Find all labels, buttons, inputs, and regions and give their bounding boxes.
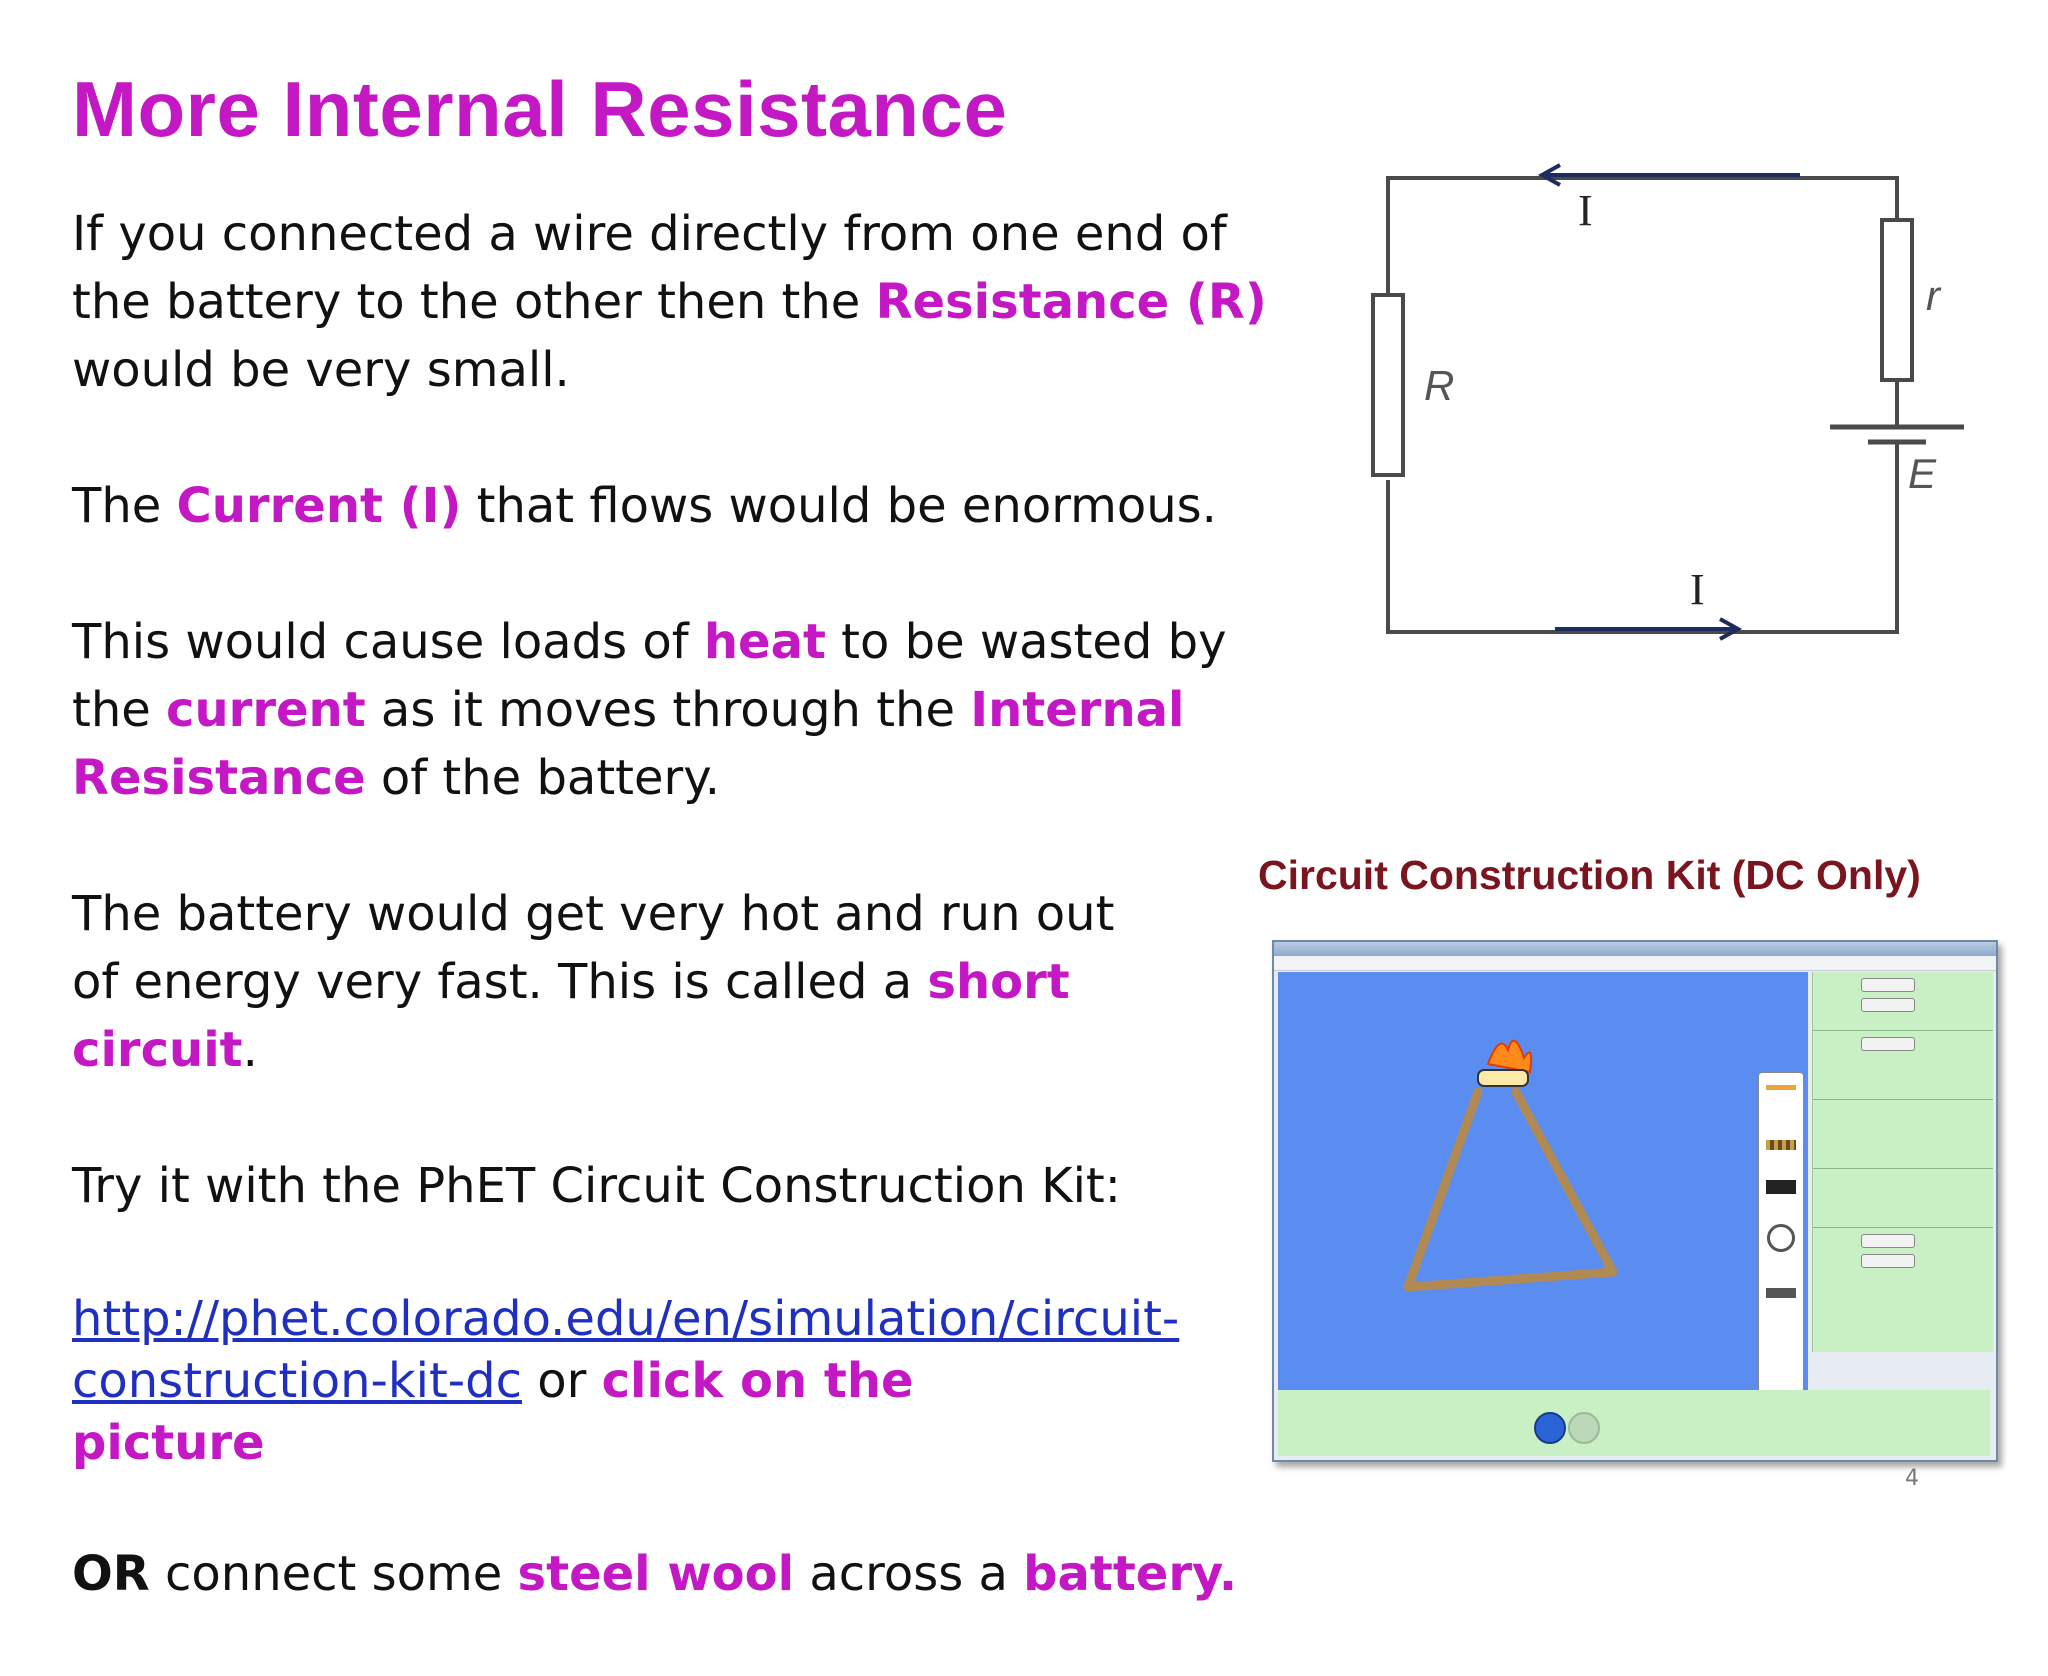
simulation-screenshot[interactable] <box>1272 940 1998 1462</box>
sim-titlebar <box>1274 942 1996 956</box>
p3-highlight-current: current <box>166 682 366 738</box>
wire-left <box>1403 1087 1483 1292</box>
paragraph-try-phet: Try it with the PhET Circuit Constructio… <box>72 1158 1121 1214</box>
switch-tool-icon[interactable] <box>1766 1288 1796 1298</box>
label-current-bottom: I <box>1690 565 1705 614</box>
simulation-heading: Circuit Construction Kit (DC Only) <box>1258 852 1921 898</box>
sim-bottom-bar <box>1278 1390 1990 1456</box>
advanced-button[interactable] <box>1861 1234 1915 1248</box>
save-button[interactable] <box>1861 978 1915 992</box>
battery-tool-icon[interactable] <box>1766 1180 1796 1194</box>
phet-link[interactable]: http://phet.colorado.edu/en/simulation/c… <box>72 1291 1180 1409</box>
paragraph-link: http://phet.colorado.edu/en/simulation/c… <box>72 1288 1179 1474</box>
p3-text-after: of the battery. <box>365 750 721 806</box>
label-current-top: I <box>1578 186 1593 235</box>
label-R: R <box>1424 362 1454 409</box>
p4-text-before: The battery would get very hot and run o… <box>72 886 1115 1010</box>
p7-text-mid2: across a <box>794 1546 1024 1602</box>
p2-highlight-current: Current (I) <box>176 478 462 534</box>
sim-menubar <box>1274 956 1996 971</box>
slide-title: More Internal Resistance <box>72 65 1008 153</box>
paragraph-heat: This would cause loads of heat to be was… <box>72 608 1292 812</box>
panel-file-section <box>1813 978 1993 1031</box>
show-values-button[interactable] <box>1861 1037 1915 1051</box>
resistor-tool-icon[interactable] <box>1766 1140 1796 1150</box>
p3-highlight-internal-resistance: Internal Resistance <box>72 682 1185 806</box>
pause-button[interactable] <box>1534 1412 1566 1444</box>
p7-highlight-steel-wool: steel wool <box>517 1546 795 1602</box>
light-bulb-tool-icon[interactable] <box>1767 1224 1795 1252</box>
p4-highlight-short-circuit: short circuit <box>72 954 1070 1078</box>
p6-text-mid: or <box>521 1353 602 1409</box>
p3-text-before: This would cause loads of <box>72 614 704 670</box>
p1-text-after: would be very small. <box>72 342 570 398</box>
current-arrow-top-head <box>1537 163 1561 187</box>
paragraph-short-wire: If you connected a wire directly from on… <box>72 200 1292 404</box>
p3-text-mid1: to be wasted by the <box>72 614 1227 738</box>
p3-text-mid2: as it moves through the <box>365 682 971 738</box>
p1-highlight-resistance: Resistance (R) <box>875 274 1267 330</box>
panel-visual-section <box>1813 1037 1993 1100</box>
p6-highlight-click-picture: click on the picture <box>72 1353 914 1471</box>
label-r: r <box>1926 272 1942 319</box>
sim-canvas <box>1278 972 1808 1429</box>
p3-highlight-heat: heat <box>703 614 826 670</box>
p4-text-after: . <box>242 1022 258 1078</box>
steel-wool-circuit <box>1403 1039 1618 1292</box>
slide-body: If you connected a wire directly from on… <box>72 200 1302 1676</box>
circuit-diagram: I I R r E <box>1371 163 1964 641</box>
resistor-r <box>1880 218 1914 382</box>
paragraph-current: The Current (I) that flows would be enor… <box>72 472 1302 540</box>
page-number: 4 <box>1905 1466 1919 1491</box>
panel-tools-section <box>1813 1100 1993 1169</box>
p1-text-before: If you connected a wire directly from on… <box>72 206 1227 330</box>
panel-size-section <box>1813 1169 1993 1228</box>
p2-text-after: that flows would be enormous. <box>461 478 1217 534</box>
p7-bold-or: OR <box>72 1546 150 1602</box>
p2-text-before: The <box>72 478 177 534</box>
sim-toolbox <box>1758 1072 1804 1404</box>
paragraph-short-circuit: The battery would get very hot and run o… <box>72 880 1152 1084</box>
p7-text-mid1: connect some <box>149 1546 518 1602</box>
step-button[interactable] <box>1568 1412 1600 1444</box>
wire-bottom <box>1386 440 1899 634</box>
paragraph-steel-wool: OR connect some steel wool across a batt… <box>72 1540 1302 1608</box>
resistor-R <box>1371 293 1405 477</box>
p7-highlight-battery: battery. <box>1023 1546 1238 1602</box>
flame-icon <box>1486 1039 1533 1074</box>
panel-advanced-section <box>1813 1234 1993 1268</box>
burning-bulb <box>1477 1069 1529 1087</box>
reset-button[interactable] <box>1861 998 1915 1012</box>
sim-control-panel <box>1812 972 1993 1352</box>
circuit-wires <box>1386 176 1899 634</box>
help-button[interactable] <box>1861 1254 1915 1268</box>
wire-top <box>1386 176 1899 295</box>
wire-tool-icon[interactable] <box>1766 1085 1796 1120</box>
wire-bottom <box>1403 1267 1618 1292</box>
wire-right <box>1511 1087 1618 1277</box>
label-E: E <box>1908 450 1937 497</box>
current-arrow-bottom-head <box>1719 617 1743 641</box>
